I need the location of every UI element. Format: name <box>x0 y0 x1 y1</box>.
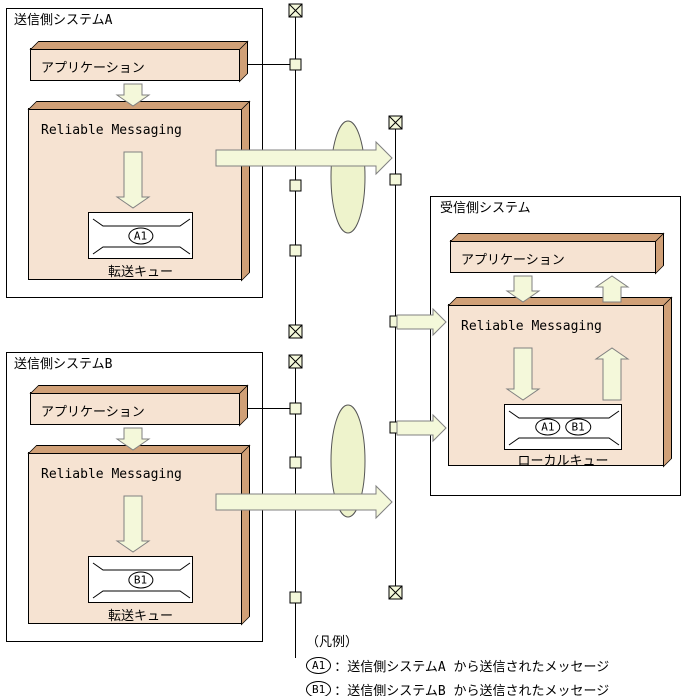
network-node <box>389 173 402 186</box>
legend-item-b1: B1 ：送信側システムB から送信されたメッセージ <box>306 680 609 696</box>
legend-b1-badge: B1 <box>306 681 332 696</box>
network-terminator-icon <box>288 354 303 369</box>
legend: （凡例） A1 ：送信側システムA から送信されたメッセージ B1 ：送信側シス… <box>306 635 609 696</box>
sender-a-rm-label: Reliable Messaging <box>41 123 182 138</box>
network-node <box>289 456 302 469</box>
network-node <box>289 58 302 71</box>
legend-title: （凡例） <box>306 635 359 650</box>
sender-a-title: 送信側システムA <box>14 13 113 28</box>
sender-a-application-box: アプリケーション <box>30 48 240 81</box>
network-node <box>389 421 402 434</box>
network-channel-ellipse <box>330 404 366 518</box>
sender-b-queue-label: 転送キュー <box>107 609 173 624</box>
network-node <box>289 244 302 257</box>
network-terminator-icon <box>388 115 403 130</box>
legend-item-a1: A1 ：送信側システムA から送信されたメッセージ <box>306 656 609 675</box>
sender-a-queue-label: 転送キュー <box>107 265 173 280</box>
legend-a1-text: ：送信側システムA から送信されたメッセージ <box>334 660 610 675</box>
legend-b1-text: ：送信側システムB から送信されたメッセージ <box>334 684 610 696</box>
message-b1-badge: B1 <box>127 571 154 588</box>
network-node <box>289 179 302 192</box>
receiver-rm-label: Reliable Messaging <box>461 319 602 334</box>
network-node <box>289 591 302 604</box>
sender-b-queue: B1 <box>88 556 193 603</box>
message-a1-badge: A1 <box>535 418 561 436</box>
message-b1-badge: B1 <box>565 418 591 436</box>
sender-a-application-label: アプリケーション <box>41 61 145 76</box>
receiver-messages: A1 B1 <box>535 418 591 436</box>
sender-b-rm-label: Reliable Messaging <box>41 467 182 482</box>
legend-a1-badge: A1 <box>306 657 332 674</box>
sender-b-title: 送信側システムB <box>14 357 113 372</box>
receiver-title: 受信側システム <box>440 201 531 216</box>
receiver-queue-label: ローカルキュー <box>517 454 609 469</box>
sender-b-application-box: アプリケーション <box>30 392 240 425</box>
network-terminator-icon <box>288 3 303 18</box>
message-sheet-icon <box>92 218 191 255</box>
network-terminator-icon <box>288 324 303 339</box>
message-sheet-icon <box>508 410 620 446</box>
network-channel-ellipse <box>330 120 366 234</box>
network-node <box>389 315 402 328</box>
network-terminator-icon <box>388 585 403 600</box>
sender-b-application-label: アプリケーション <box>41 405 145 420</box>
receiver-local-queue: A1 B1 <box>504 404 622 450</box>
receiver-application-box: アプリケーション <box>450 240 656 273</box>
receiver-application-label: アプリケーション <box>461 253 565 268</box>
receiver-system-box <box>430 196 681 496</box>
sender-a-queue: A1 <box>88 212 193 259</box>
network-node <box>289 402 302 415</box>
message-sheet-icon <box>92 562 191 599</box>
message-a1-badge: A1 <box>127 227 154 244</box>
